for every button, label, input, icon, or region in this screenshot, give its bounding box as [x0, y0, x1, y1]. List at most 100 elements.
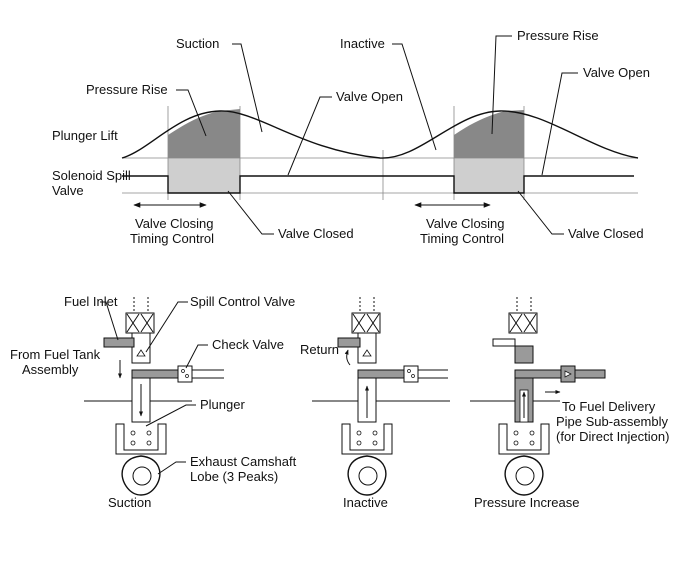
solenoid-coil	[125, 312, 155, 334]
leader-pressure-rise-right	[491, 35, 512, 135]
delivery-channel	[131, 369, 179, 379]
camshaft-lobe	[504, 455, 544, 496]
leader-valve-closed-right	[517, 190, 564, 235]
tappet	[498, 423, 550, 455]
label-to-delivery-3: (for Direct Injection)	[556, 429, 669, 444]
solenoid-coil	[351, 312, 381, 334]
label-valve-closed-right: Valve Closed	[568, 226, 644, 241]
leader-spill-control-valve	[145, 301, 188, 353]
leader-inactive	[392, 43, 437, 151]
leader-pressure-rise-left	[176, 89, 207, 137]
coil-cross	[126, 313, 154, 333]
label-suction: Suction	[176, 36, 219, 51]
camshaft-lobe	[121, 455, 161, 496]
spring-coil	[130, 430, 136, 436]
fuel-inlet-pipe	[103, 337, 135, 348]
label-valve-open-right: Valve Open	[583, 65, 650, 80]
fuel-inlet-pipe	[337, 337, 361, 348]
label-plunger: Plunger	[200, 397, 245, 412]
spring-coil	[513, 430, 519, 436]
valve-closed-region-left	[168, 158, 240, 193]
valve-body	[131, 332, 151, 364]
return-flow-arrow	[344, 349, 351, 366]
pump-inactive: Return Inactive	[300, 297, 450, 510]
coil-cross	[509, 313, 537, 333]
solenoid-valve-signal	[122, 175, 634, 194]
timing-chart: Plunger Lift Solenoid Spill Valve Suctio…	[52, 28, 650, 246]
spill-valve-head	[362, 349, 372, 357]
delivery-channel	[514, 369, 562, 379]
tappet	[115, 423, 167, 455]
pump-pressure-increase: To Fuel Delivery Pipe Sub-assembly (for …	[470, 297, 669, 510]
label-pressure-rise-left: Pressure Rise	[86, 82, 168, 97]
leader-valve-open-left	[287, 96, 332, 176]
coil-cross	[352, 313, 380, 333]
outlet-pipe	[574, 369, 606, 379]
label-fuel-inlet: Fuel Inlet	[64, 294, 118, 309]
spring-coil	[356, 430, 362, 436]
spring-coil	[372, 440, 378, 446]
valve-body	[357, 332, 377, 364]
row-label-valve: Valve	[52, 183, 84, 198]
check-valve-ball	[411, 374, 415, 378]
valve-body	[514, 345, 534, 364]
pressure-rise-region-left	[168, 109, 240, 158]
camshaft-lobe	[347, 455, 387, 496]
label-closing-timing-left-2: Timing Control	[130, 231, 214, 246]
check-valve-ball	[407, 369, 411, 373]
label-valve-open-left: Valve Open	[336, 89, 403, 104]
label-return: Return	[300, 342, 339, 357]
check-valve	[177, 365, 193, 383]
spring-coil	[513, 440, 519, 446]
delivery-channel	[357, 369, 405, 379]
row-label-plunger-lift: Plunger Lift	[52, 128, 118, 143]
valve-closed-region-right	[454, 158, 524, 193]
leader-exhaust-camshaft	[157, 461, 186, 475]
label-to-delivery-2: Pipe Sub-assembly	[556, 414, 668, 429]
camshaft-hub	[358, 466, 378, 486]
label-exhaust-camshaft-2: Lobe (3 Peaks)	[190, 469, 278, 484]
check-valve-ball	[181, 369, 185, 373]
spill-valve-head	[136, 349, 146, 357]
label-from-fuel-tank-1: From Fuel Tank	[10, 347, 101, 362]
label-to-delivery-1: To Fuel Delivery	[562, 399, 656, 414]
plunger-cylinder	[131, 377, 151, 423]
spring-coil	[146, 430, 152, 436]
leader-valve-open-right	[541, 72, 578, 176]
tappet	[341, 423, 393, 455]
camshaft-hub	[515, 466, 535, 486]
label-closing-timing-right-2: Timing Control	[420, 231, 504, 246]
pump-suction: Fuel Inlet Spill Control Valve From Fuel…	[10, 294, 297, 510]
leader-fuel-inlet	[100, 301, 119, 341]
label-closing-timing-left-1: Valve Closing	[135, 216, 214, 231]
label-exhaust-camshaft-1: Exhaust Camshaft	[190, 454, 297, 469]
plunger-cylinder	[357, 377, 377, 423]
pressure-rise-region-right	[454, 110, 524, 158]
inlet-closed	[492, 338, 516, 347]
spring-coil	[356, 440, 362, 446]
label-closing-timing-right-1: Valve Closing	[426, 216, 505, 231]
label-spill-control-valve: Spill Control Valve	[190, 294, 295, 309]
leader-valve-closed-left	[227, 190, 274, 235]
check-valve-open	[564, 370, 572, 378]
plunger-lift-curve	[121, 110, 639, 159]
label-from-fuel-tank-2: Assembly	[22, 362, 79, 377]
caption-inactive: Inactive	[343, 495, 388, 510]
label-inactive: Inactive	[340, 36, 385, 51]
camshaft-hub	[132, 466, 152, 486]
label-check-valve: Check Valve	[212, 337, 284, 352]
solenoid-coil	[508, 312, 538, 334]
row-label-solenoid-spill: Solenoid Spill	[52, 168, 131, 183]
spring-coil	[372, 430, 378, 436]
spring-coil	[130, 440, 136, 446]
spring-coil	[529, 440, 535, 446]
check-valve-ball	[185, 374, 189, 378]
leader-plunger	[145, 404, 196, 427]
leader-suction	[232, 43, 263, 133]
check-valve	[403, 365, 419, 383]
label-pressure-rise-right: Pressure Rise	[517, 28, 599, 43]
spring-coil	[146, 440, 152, 446]
label-valve-closed-left: Valve Closed	[278, 226, 354, 241]
leader-check-valve	[185, 344, 208, 369]
